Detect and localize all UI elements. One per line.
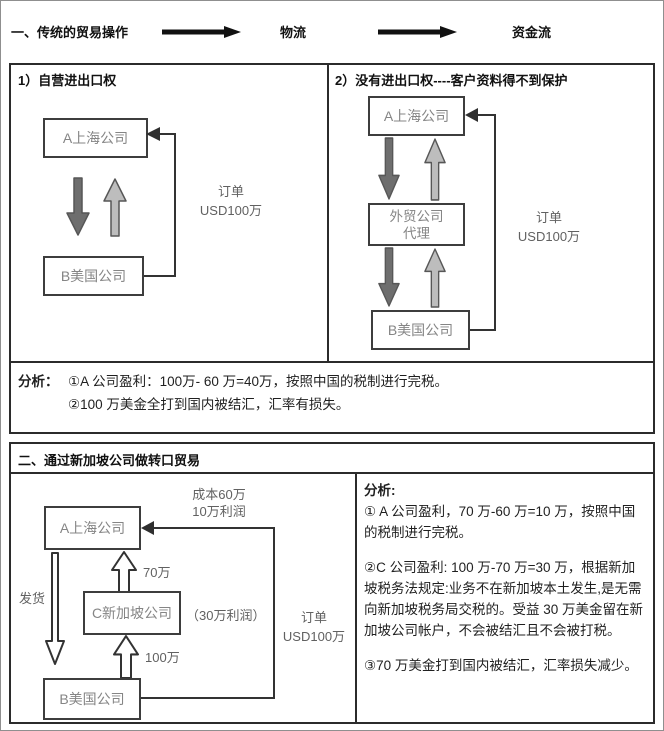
order-amount-label: 订单 USD100万 — [186, 182, 276, 220]
company-box-c-singapore: C新加坡公司 — [83, 591, 181, 635]
company-box-a-shanghai: A上海公司 — [44, 506, 141, 550]
capital-label: 资金流 — [512, 25, 552, 40]
order-connector-arrow-icon — [144, 127, 176, 277]
logistics-flow-arrow-icon — [162, 26, 241, 38]
payment-up-arrow-icon — [424, 248, 446, 308]
analysis-point-2: ②C 公司盈利: 100 万-70 万=30 万，根据新加坡税务法规定:业务不在… — [364, 560, 644, 638]
order-amount: USD100万 — [199, 203, 263, 218]
company-box-b-usa: B美国公司 — [43, 256, 144, 296]
section2-analysis-cell: 分析: ① A 公司盈利，70 万-60 万=10 万，按照中国的税制进行完税。… — [356, 472, 653, 722]
cost-profit-label: 成本60万 10万利润 — [164, 486, 274, 520]
payment-100-label: 100万 — [145, 650, 180, 665]
goods-down-arrow-icon — [378, 247, 400, 307]
company-box-b-usa: B美国公司 — [371, 310, 470, 350]
company-a-label: A上海公司 — [59, 519, 126, 536]
section1-column-divider — [327, 65, 329, 361]
order-connector-arrow-icon — [465, 108, 496, 331]
company-a-label: A上海公司 — [62, 129, 129, 146]
page-title: 一、传统的贸易操作 — [11, 25, 129, 40]
section1-analysis-row: 分析： ①A 公司盈利：100万- 60 万=40万，按照中国的税制进行完税。 … — [11, 361, 653, 432]
payment-up-arrow-icon — [103, 178, 127, 237]
analysis-point-3: ③70 万美金打到国内被结汇，汇率损失减少。 — [364, 658, 638, 673]
order-amount: USD100万 — [282, 629, 346, 644]
payment-70-label: 70万 — [143, 565, 171, 580]
payment-70-up-arrow-icon — [111, 551, 137, 594]
agent-label-line1: 外贸公司 — [389, 208, 444, 224]
order-amount-label: 订单 USD100万 — [504, 208, 594, 246]
shipping-down-arrow-icon — [45, 552, 65, 665]
order-word: 订单 — [535, 210, 562, 225]
section1-table: 1）自营进出口权 A上海公司 B美国公司 订单 USD100万 2）没有进出口权… — [9, 63, 655, 434]
section1-right-title: 2）没有进出口权----客户资料得不到保护 — [335, 73, 568, 88]
section2-header-divider — [11, 472, 653, 474]
order-word: 订单 — [300, 610, 327, 625]
company-b-label: B美国公司 — [387, 321, 454, 338]
company-b-label: B美国公司 — [60, 267, 127, 284]
company-box-b-usa: B美国公司 — [43, 678, 141, 720]
company-b-label: B美国公司 — [59, 690, 125, 707]
shipping-label: 发货 — [19, 591, 46, 606]
section1-left-title: 1）自营进出口权 — [18, 73, 117, 88]
payment-up-arrow-icon — [424, 138, 446, 201]
order-word: 订单 — [217, 184, 244, 199]
profit-line: 10万利润 — [192, 504, 246, 519]
goods-down-arrow-icon — [66, 177, 90, 236]
goods-down-arrow-icon — [378, 137, 400, 200]
section2-title: 二、通过新加坡公司做转口贸易 — [18, 453, 201, 468]
company-box-trade-agent: 外贸公司 代理 — [368, 203, 465, 246]
order-connector-arrow-icon — [141, 521, 275, 699]
order-amount-label: 订单 USD100万 — [269, 608, 359, 646]
company-box-a-shanghai: A上海公司 — [43, 118, 148, 158]
analysis-label: 分析: — [364, 483, 396, 498]
company-c-label: C新加坡公司 — [91, 604, 173, 621]
company-box-a-shanghai: A上海公司 — [368, 96, 465, 136]
analysis-point-1: ①A 公司盈利：100万- 60 万=40万，按照中国的税制进行完税。 — [68, 374, 449, 389]
capital-flow-arrow-icon — [378, 26, 457, 38]
profit-note-label: （30万利润） — [186, 608, 266, 623]
analysis-point-1: ① A 公司盈利，70 万-60 万=10 万，按照中国的税制进行完税。 — [364, 504, 636, 540]
order-amount: USD100万 — [517, 229, 581, 244]
payment-100-up-arrow-icon — [113, 635, 139, 679]
section2-column-divider — [355, 472, 357, 722]
agent-label-line2: 代理 — [403, 225, 430, 241]
analysis-point-2: ②100 万美金全打到国内被结汇，汇率有损失。 — [68, 397, 350, 412]
company-a-label: A上海公司 — [383, 107, 450, 124]
section1-analysis-divider — [11, 361, 653, 363]
cost-line: 成本60万 — [192, 487, 246, 502]
section2-table: 二、通过新加坡公司做转口贸易 成本60万 10万利润 A上海公司 发货 70万 … — [9, 442, 655, 724]
analysis-label: 分析： — [18, 374, 59, 389]
logistics-label: 物流 — [280, 25, 307, 40]
